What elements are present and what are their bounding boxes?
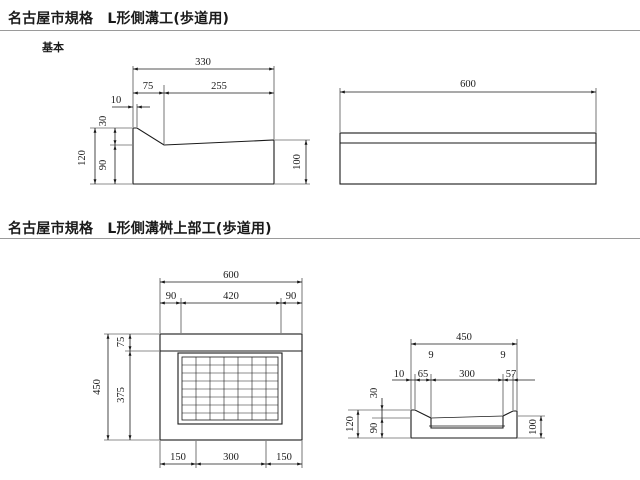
dim-plan-top-mid: 420 [223, 291, 239, 302]
dim-section-right-edge: 57 [506, 369, 517, 380]
dim-plan-width: 600 [223, 270, 239, 281]
basin-plan-view: 600 90 420 90 450 75 375 [92, 270, 303, 468]
dim-plan-top-right: 90 [286, 291, 297, 302]
dim-section-offset: 65 [418, 369, 429, 380]
dim-slope-drop: 30 [98, 116, 109, 127]
dim-height-right: 100 [292, 154, 303, 170]
dim-lip: 10 [111, 95, 122, 106]
dim-section-opening: 300 [459, 369, 475, 380]
dim-section-height-low: 90 [369, 423, 380, 434]
dim-section-gap-right: 9 [500, 350, 505, 361]
dim-plan-bottom-mid: 300 [223, 452, 239, 463]
basin-plan-outline [159, 333, 303, 441]
dim-height-total: 120 [77, 150, 88, 166]
dim-top-right: 255 [211, 81, 227, 92]
basin-section-outline [410, 409, 518, 439]
dim-section-height-total: 120 [345, 416, 356, 432]
dim-section-lip: 10 [394, 369, 405, 380]
dim-section-height-right: 100 [528, 419, 539, 435]
dim-plan-bottom-right: 150 [276, 452, 292, 463]
dim-section-total: 450 [456, 332, 472, 343]
gutter-side-outline [339, 132, 597, 185]
dim-plan-depth: 450 [92, 379, 103, 395]
dim-side-length: 600 [460, 79, 476, 90]
section-title-catch-basin: 名古屋市規格 L形側溝桝上部工(歩道用) [8, 221, 272, 237]
grating-bars [182, 357, 278, 420]
gutter-profile-view: 330 75 255 10 30 120 90 100 [77, 57, 310, 185]
basin-section-view: 450 9 9 10 65 300 57 30 120 90 [345, 332, 545, 439]
dim-plan-depth-top: 75 [116, 337, 127, 348]
gutter-side-view: 600 [339, 79, 597, 185]
section-title-l-gutter: 名古屋市規格 L形側溝工(歩道用) [8, 11, 230, 27]
dim-height-low: 90 [98, 160, 109, 171]
dim-plan-depth-rest: 375 [116, 387, 127, 403]
section-divider [0, 238, 640, 239]
dim-plan-top-left: 90 [166, 291, 177, 302]
grating-inner [181, 356, 279, 421]
grating-outer [177, 352, 283, 425]
section-subtitle: 基本 [42, 41, 64, 54]
gutter-profile-outline [132, 127, 275, 185]
dim-top-left: 75 [143, 81, 154, 92]
dim-plan-bottom-left: 150 [170, 452, 186, 463]
dim-section-slope-drop: 30 [369, 388, 380, 399]
dim-section-gap-left: 9 [428, 350, 433, 361]
section-divider [0, 30, 640, 31]
dim-top-total: 330 [195, 57, 211, 68]
